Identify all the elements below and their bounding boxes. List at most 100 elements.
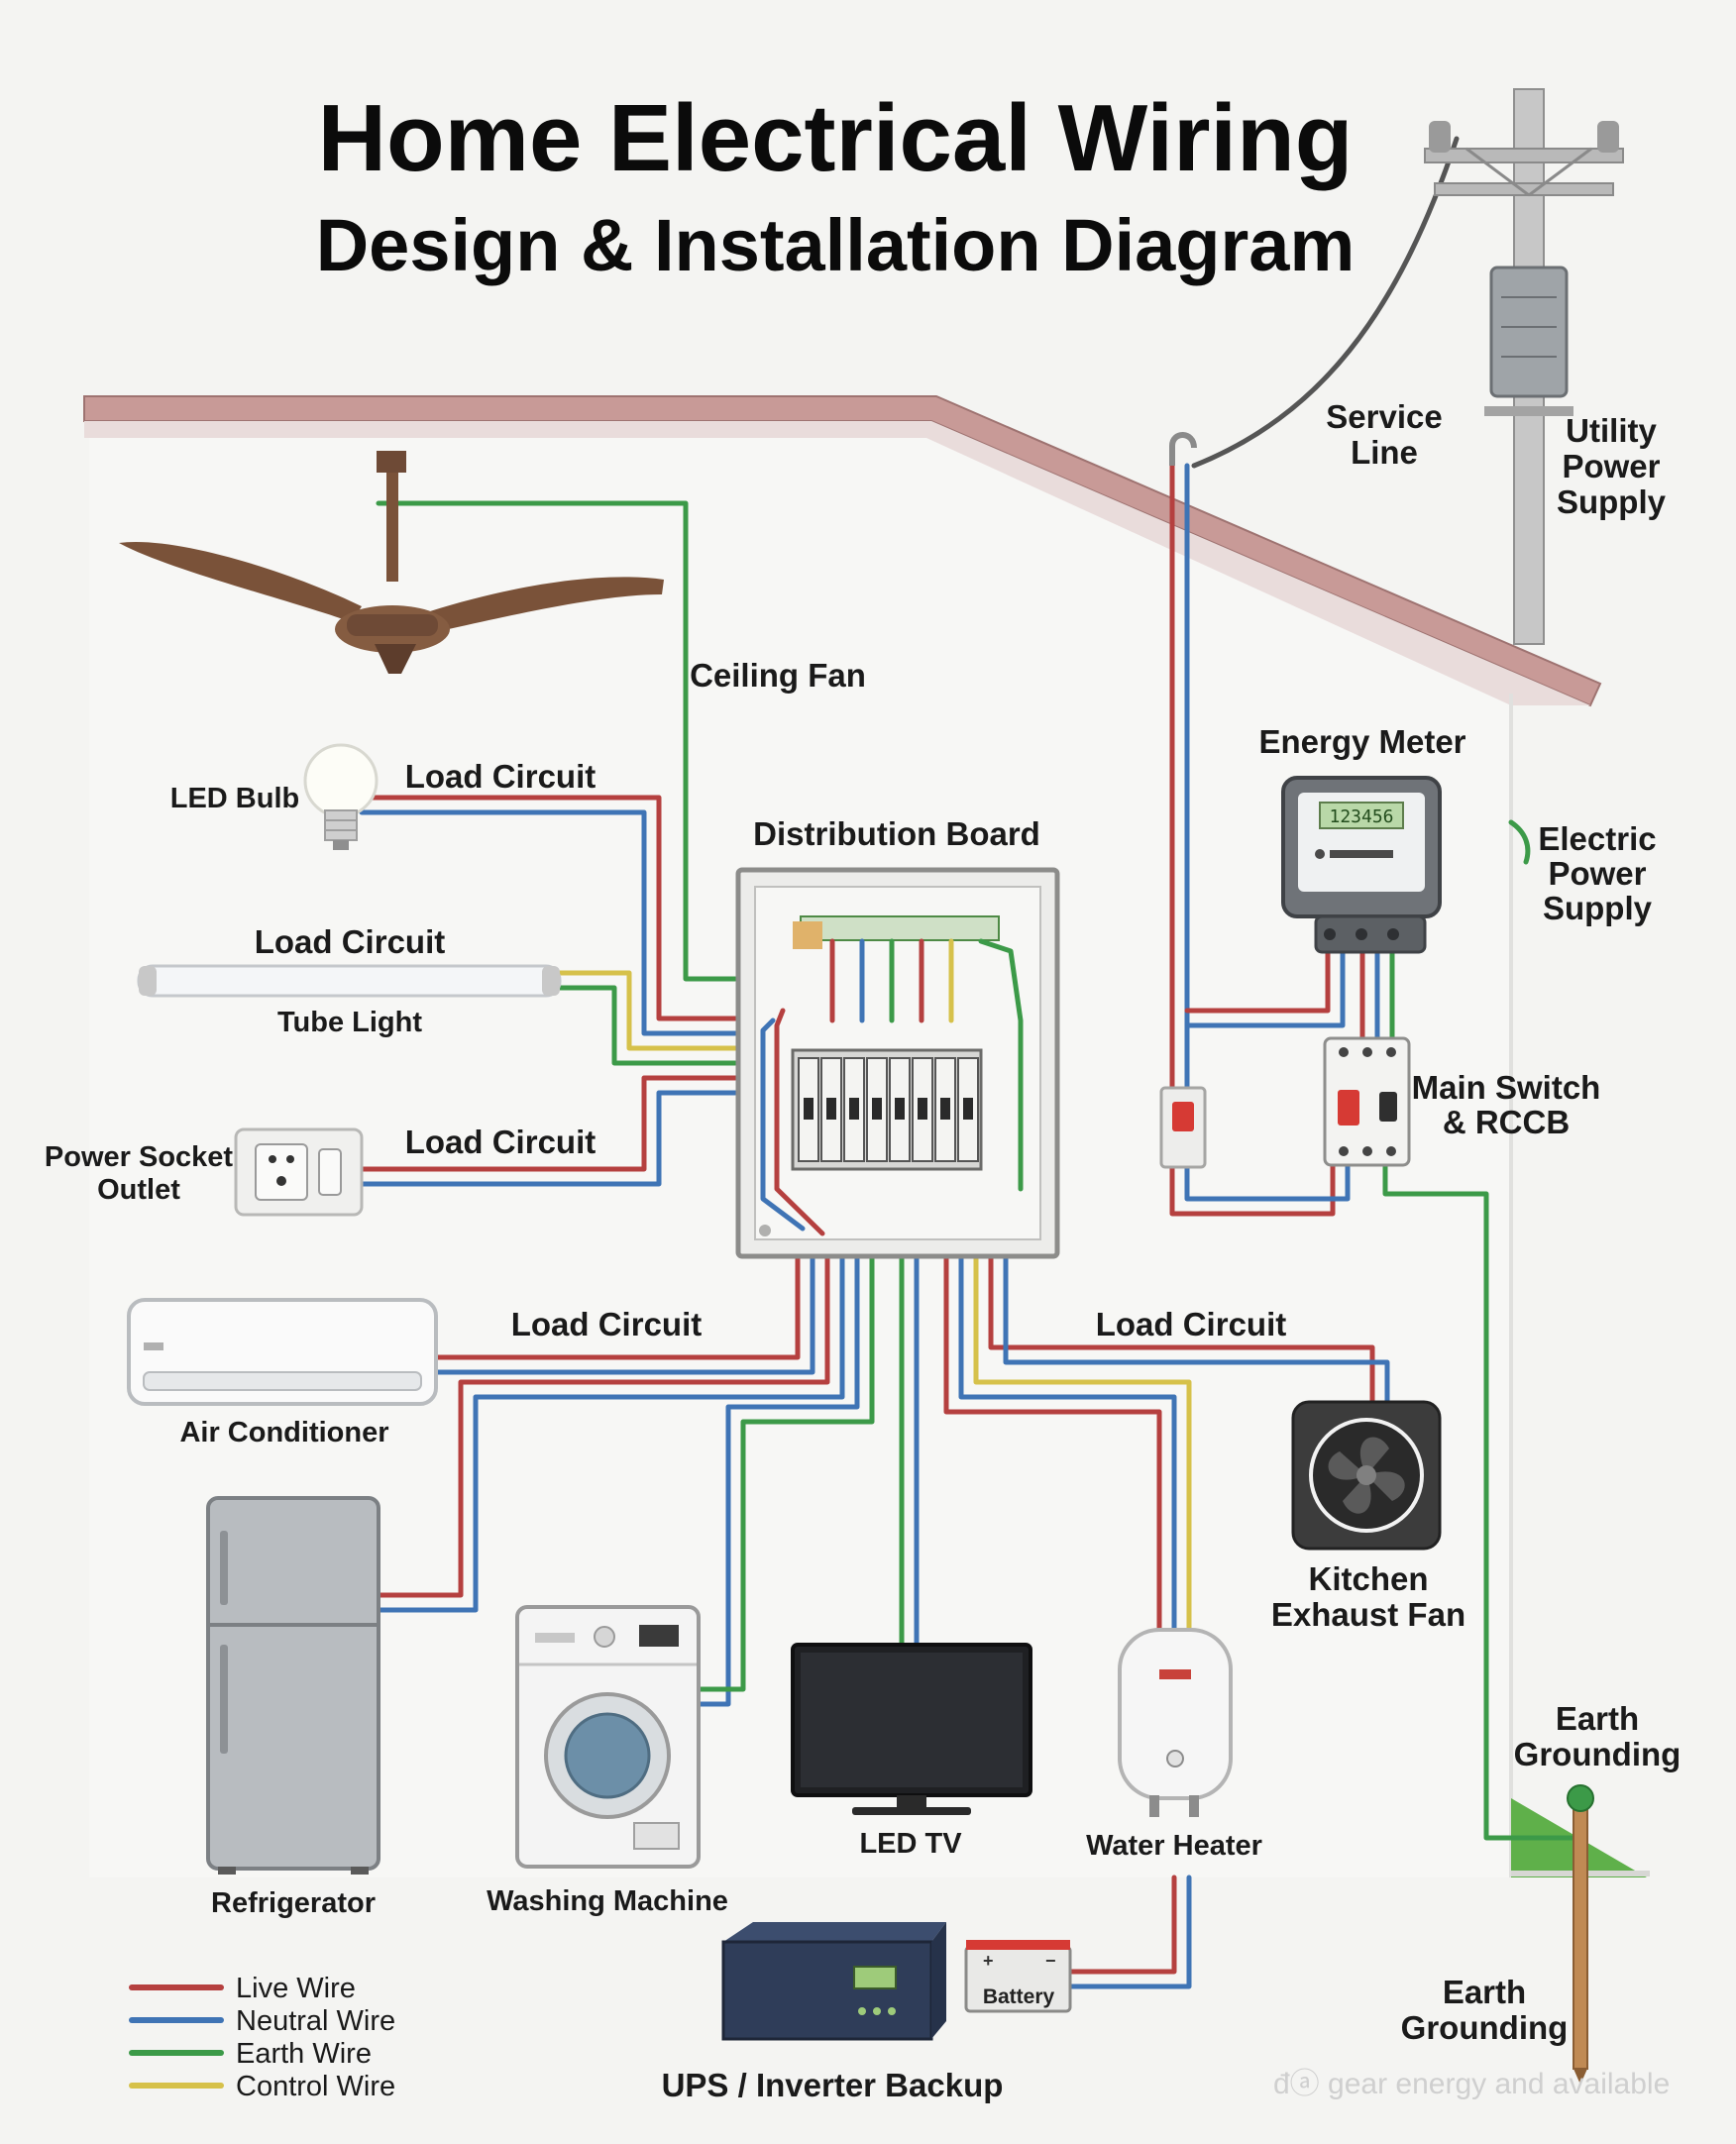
wire-socket-neutral [359, 1090, 738, 1187]
mcb-breakers [798, 1057, 979, 1162]
wire-service-line [1191, 136, 1460, 469]
wire-heater-neutral [958, 1255, 1177, 1638]
legend-label: Earth Wire [236, 2038, 372, 2070]
ceiling-fan-icon [119, 451, 664, 674]
db-wire [760, 1018, 806, 1232]
battery-plus-icon: + [983, 1951, 994, 1971]
wire-meter-neutral [1184, 943, 1346, 1028]
label-led-bulb: LED Bulb [170, 783, 300, 814]
wires [359, 136, 1583, 1989]
label-washing-machine: Washing Machine [487, 1885, 728, 1917]
wire-ac-live [433, 1255, 801, 1360]
legend-label: Control Wire [236, 2071, 395, 2102]
label-load-circuit-ac: Load Circuit [511, 1306, 703, 1342]
label-main-switch-1: Main Switch [1412, 1069, 1601, 1106]
service-switch-icon [1159, 1086, 1207, 1169]
meter-reading: 123456 [1329, 806, 1393, 827]
wire-earth-ground [1382, 1161, 1583, 1841]
label-service-line-2: Line [1351, 434, 1418, 471]
mcb-toggle [940, 1098, 950, 1120]
label-tube-light: Tube Light [277, 1007, 422, 1038]
label-socket-2: Outlet [97, 1174, 180, 1206]
wire-service-neutral [1184, 463, 1351, 1202]
battery-minus-icon: − [1045, 1951, 1056, 1971]
mcb-toggle [918, 1098, 927, 1120]
label-earth-lower-2: Grounding [1401, 2009, 1569, 2046]
mcb-toggle [849, 1098, 859, 1120]
page-title: Home Electrical Wiring [318, 85, 1354, 191]
air-conditioner-icon [127, 1298, 438, 1406]
label-utility-2: Power [1562, 448, 1660, 484]
label-utility-3: Supply [1557, 483, 1667, 520]
label-battery: Battery [983, 1985, 1055, 2008]
wire-exhaust-neutral [1003, 1255, 1390, 1410]
label-earth-upper-2: Grounding [1514, 1736, 1682, 1772]
insulator-icon [1429, 121, 1619, 153]
label-ceiling-fan: Ceiling Fan [690, 657, 866, 694]
wire-washer-earth [696, 1255, 875, 1692]
wire-fridge-neutral [374, 1255, 845, 1613]
service-mast-icon [1169, 432, 1197, 466]
wire-tube-earth [557, 985, 738, 1066]
label-earth-upper-1: Earth [1556, 1700, 1639, 1737]
wire-service-live [1169, 463, 1336, 1217]
wire-washer-neutral [696, 1255, 860, 1707]
exhaust-fan-icon [1291, 1400, 1442, 1551]
label-load-circuit-right: Load Circuit [1096, 1306, 1287, 1342]
wire-fridge-live [374, 1255, 830, 1598]
label-main-switch-2: & RCCB [1443, 1104, 1570, 1140]
db-wire [978, 938, 1024, 1192]
pole-transformer-icon [1489, 266, 1569, 398]
label-load-circuit-socket: Load Circuit [405, 1124, 597, 1160]
mcb-toggle [804, 1098, 814, 1120]
mcb-toggle [872, 1098, 882, 1120]
wire-socket-live [359, 1075, 738, 1172]
rccb-toggle [1379, 1092, 1397, 1122]
wire-heater-control [973, 1255, 1192, 1638]
label-ups: UPS / Inverter Backup [662, 2067, 1004, 2103]
label-electric-1: Electric [1538, 820, 1656, 857]
utility-pole [1424, 88, 1624, 645]
wire-ac-neutral [433, 1255, 815, 1375]
energy-meter: 123456 [1281, 776, 1442, 954]
wire-ceiling-fan-earth [376, 500, 738, 982]
refrigerator-icon [206, 1496, 380, 1875]
wire-exhaust-live [988, 1255, 1375, 1410]
label-earth-lower-1: Earth [1443, 1974, 1526, 2010]
led-bulb-icon [303, 743, 379, 850]
meter-display [1319, 802, 1404, 829]
label-energy-meter: Energy Meter [1258, 723, 1465, 760]
wire-ups-neutral [1067, 1875, 1192, 1989]
label-socket-1: Power Socket [45, 1141, 234, 1173]
water-heater-icon [1118, 1628, 1233, 1817]
wire-bulb-neutral [359, 809, 738, 1036]
label-water-heater: Water Heater [1086, 1830, 1262, 1862]
label-service-line-1: Service [1326, 398, 1442, 435]
legend-label: Neutral Wire [236, 2005, 395, 2037]
label-air-conditioner: Air Conditioner [179, 1417, 388, 1448]
distribution-board [735, 867, 1060, 1259]
power-socket-icon [234, 1127, 364, 1217]
wire-tube-control [557, 970, 738, 1051]
label-load-circuit-tube: Load Circuit [255, 923, 446, 960]
mcb-toggle [895, 1098, 905, 1120]
label-kitchen-2: Exhaust Fan [1271, 1596, 1465, 1633]
label-distribution-board: Distribution Board [753, 815, 1040, 852]
label-refrigerator: Refrigerator [211, 1887, 376, 1919]
battery-icon: + − [964, 1940, 1072, 2013]
db-wire [774, 1008, 825, 1236]
led-tv-icon [791, 1643, 1032, 1815]
main-switch-toggle [1338, 1090, 1359, 1126]
mcb-row [791, 1048, 983, 1171]
wire-meter-live [1184, 943, 1331, 1014]
wire-heater-live [943, 1255, 1162, 1638]
label-electric-3: Supply [1543, 890, 1653, 926]
wire-bulb-live [359, 795, 738, 1021]
screw-icon [759, 1225, 771, 1236]
wire-electric-supply [1508, 819, 1531, 865]
mcb-toggle [963, 1098, 973, 1120]
wire-ups-live [1067, 1875, 1177, 1975]
